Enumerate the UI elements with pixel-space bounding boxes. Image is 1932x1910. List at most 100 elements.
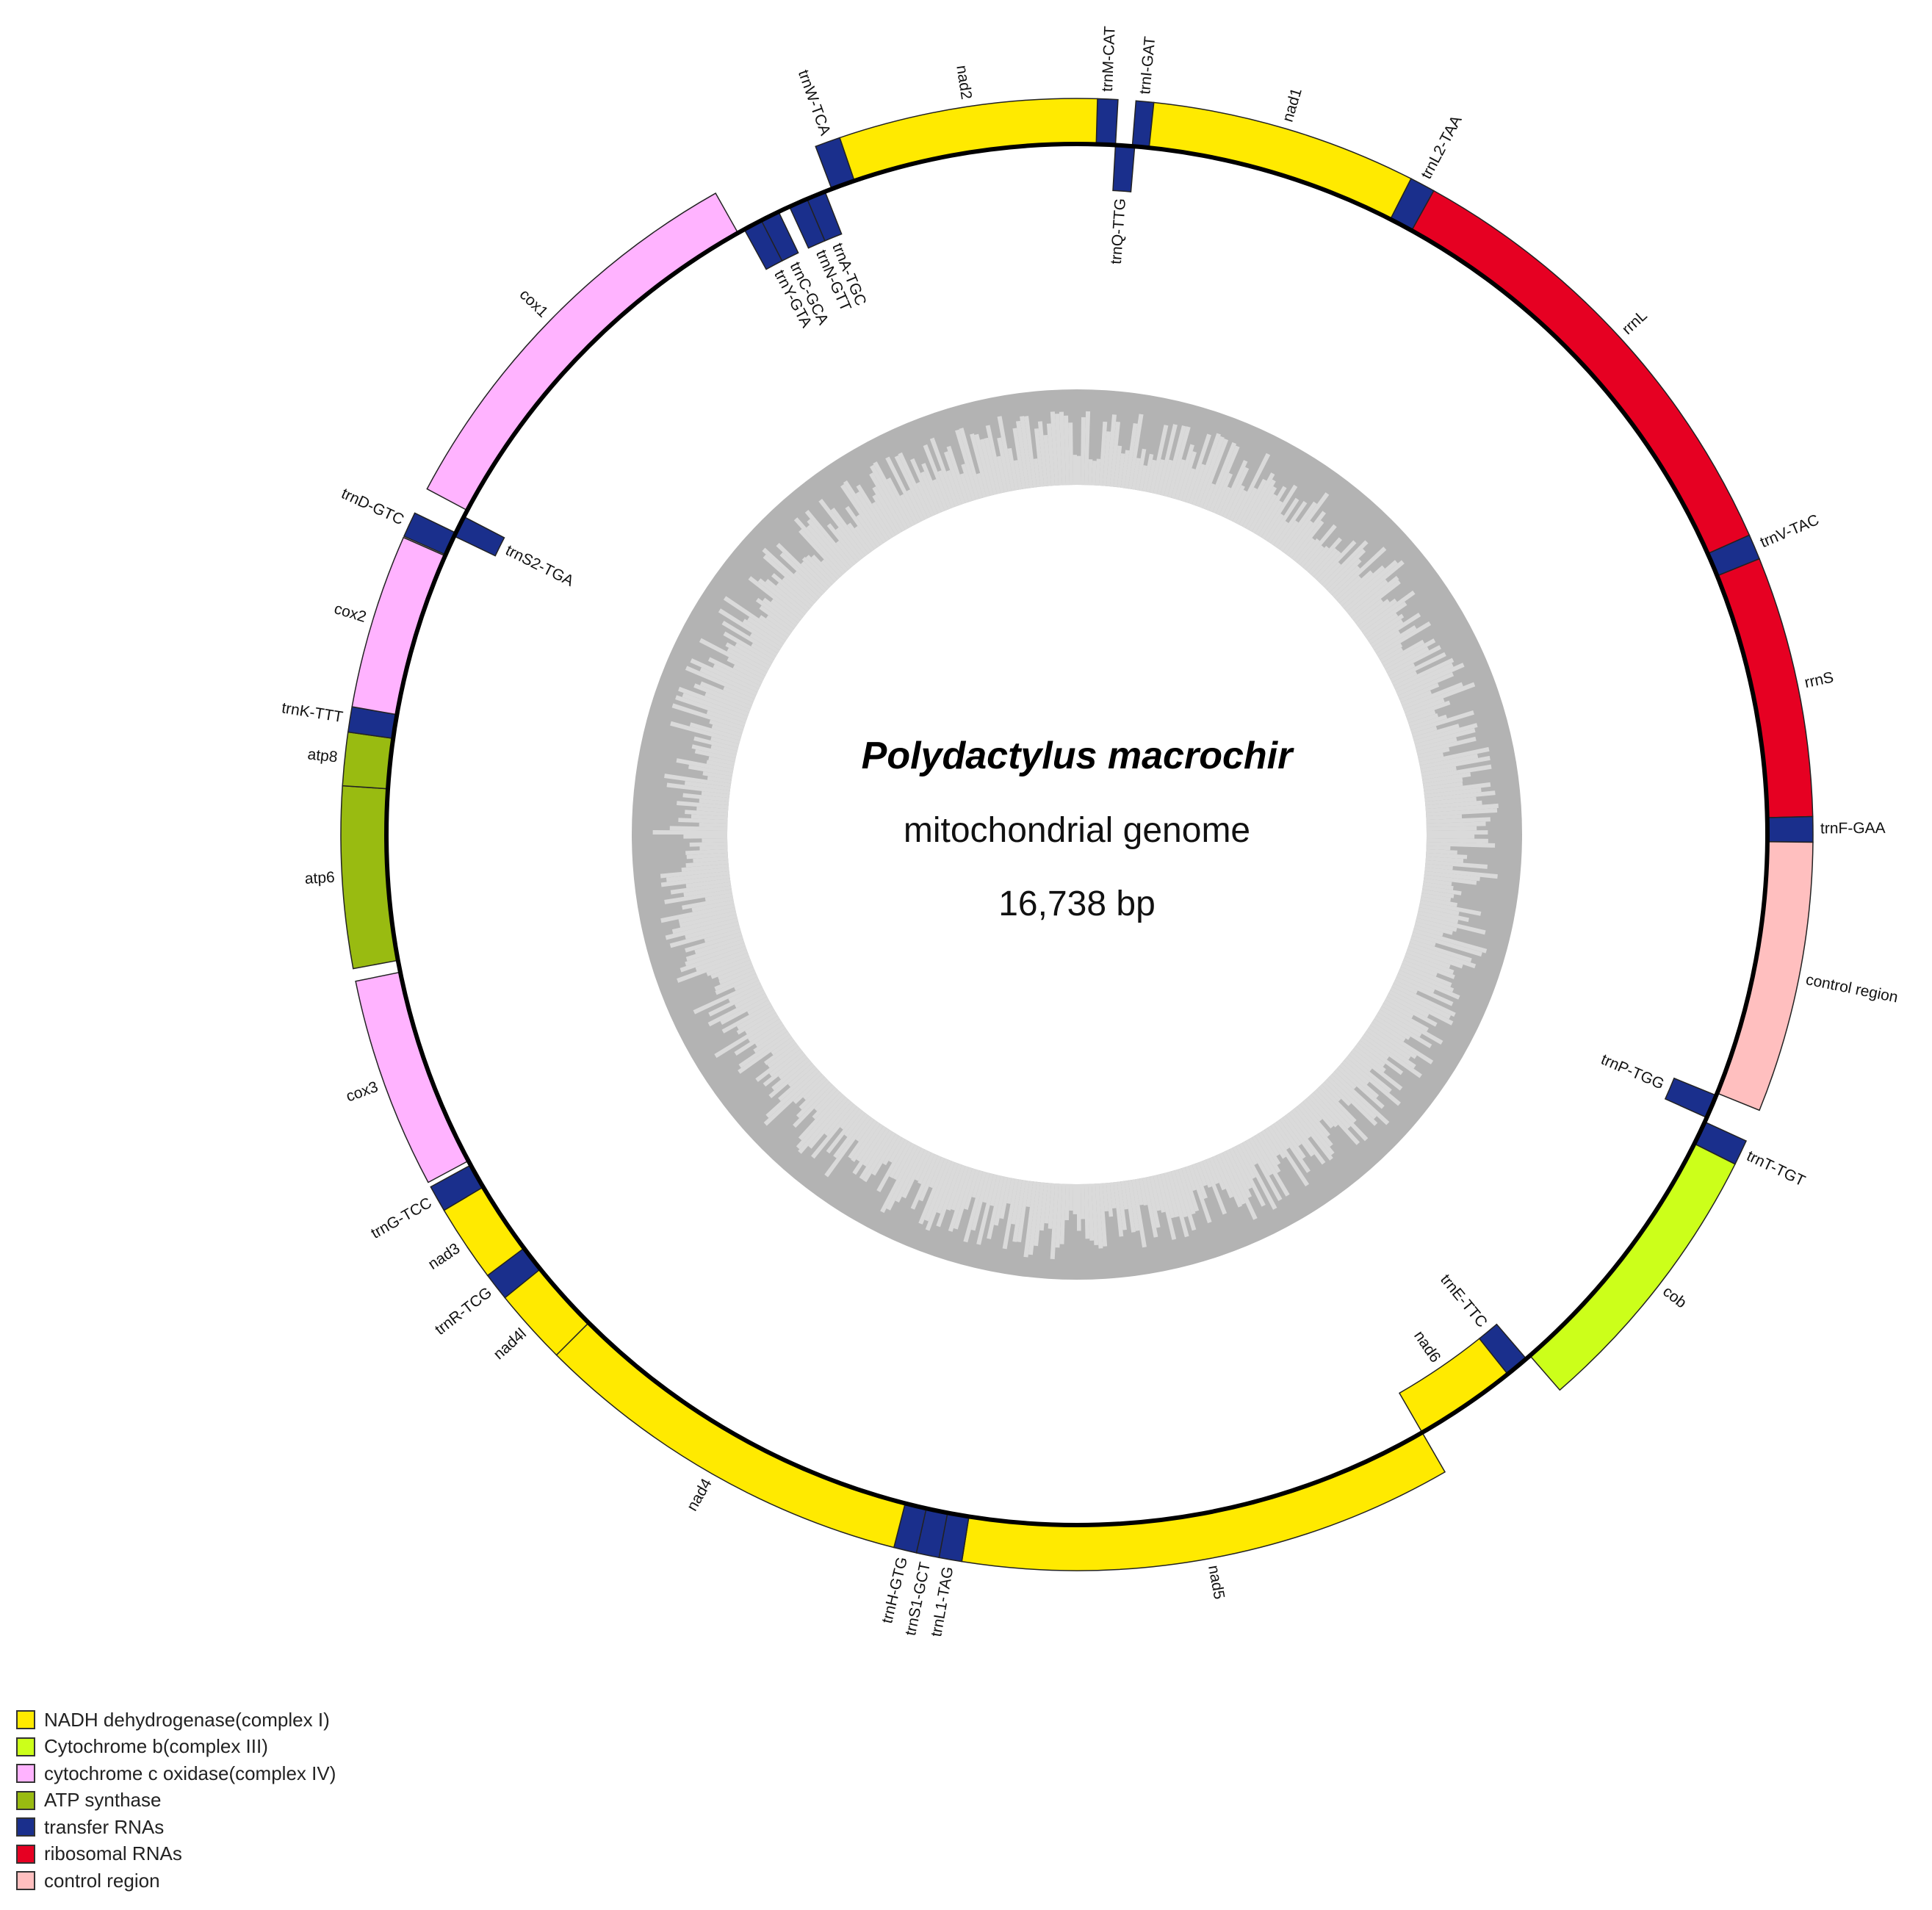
gc-bar bbox=[1245, 479, 1276, 530]
gc-bar bbox=[1418, 907, 1469, 923]
gc-bar bbox=[964, 1169, 980, 1211]
gc-bar bbox=[1380, 1006, 1443, 1045]
legend-swatch-nadh bbox=[16, 1710, 35, 1730]
gc-bar bbox=[1426, 845, 1451, 851]
gc-bar bbox=[742, 619, 784, 647]
gc-bar bbox=[709, 719, 743, 734]
gc-bar bbox=[1424, 782, 1491, 795]
gc-bar bbox=[873, 461, 912, 528]
gc-bar bbox=[1195, 436, 1225, 507]
gc-bar bbox=[779, 552, 825, 596]
gc-bar bbox=[744, 1012, 778, 1035]
gc-bar bbox=[1113, 1181, 1124, 1237]
gc-bar bbox=[1258, 500, 1283, 538]
gc-bar bbox=[1297, 538, 1320, 566]
gc-bar bbox=[882, 1135, 902, 1166]
gc-bar bbox=[1216, 486, 1231, 516]
species-name: Polydactylus macrochir bbox=[862, 735, 1294, 777]
gc-bar bbox=[693, 980, 761, 1015]
gc-bar bbox=[1402, 682, 1463, 710]
gc-bar bbox=[1424, 863, 1453, 871]
gc-bar bbox=[895, 1147, 925, 1203]
gc-bar bbox=[1424, 796, 1477, 806]
gc-bar bbox=[1426, 826, 1477, 832]
gc-bar bbox=[671, 703, 745, 730]
gc-bar bbox=[1386, 645, 1441, 676]
gc-bar bbox=[685, 943, 746, 967]
gc-bar bbox=[1363, 1031, 1416, 1069]
gc-bar bbox=[699, 799, 729, 806]
gc-bar bbox=[1120, 1181, 1128, 1210]
gc-bar bbox=[675, 695, 747, 724]
gc-bar bbox=[1336, 570, 1374, 604]
gc-bar bbox=[1360, 590, 1416, 633]
gc-bar bbox=[855, 1117, 875, 1142]
gc-bar bbox=[1034, 428, 1045, 487]
gc-bar bbox=[1185, 433, 1211, 503]
gc-bar bbox=[723, 596, 788, 641]
gc-bar bbox=[1419, 754, 1479, 769]
gc-bar bbox=[1368, 1025, 1417, 1059]
gc-bar bbox=[688, 764, 733, 776]
gc-bar bbox=[1282, 492, 1330, 554]
gc-bar bbox=[1422, 882, 1454, 890]
gc-bar bbox=[710, 736, 740, 748]
gc-bar bbox=[1225, 1149, 1252, 1198]
gc-bar bbox=[699, 667, 758, 696]
gc-bar bbox=[1216, 1153, 1242, 1208]
gc-bar bbox=[683, 885, 732, 897]
gc-bar bbox=[811, 555, 838, 583]
gc-bar bbox=[762, 547, 820, 601]
gc-bar bbox=[910, 458, 938, 516]
gc-bar bbox=[660, 867, 729, 879]
gc-bar bbox=[1331, 547, 1387, 598]
gc-bar bbox=[690, 658, 760, 693]
gc-bar bbox=[763, 1051, 806, 1087]
gc-bar bbox=[979, 439, 998, 495]
gc-bar bbox=[1426, 848, 1457, 855]
gc-bar bbox=[677, 801, 729, 810]
gc-bar bbox=[1424, 790, 1496, 802]
gc-bar bbox=[1046, 423, 1056, 486]
gc-bar bbox=[725, 642, 771, 670]
legend-item-atp: ATP synthase bbox=[16, 1787, 336, 1815]
gc-bar bbox=[885, 456, 922, 523]
gc-bar bbox=[1015, 420, 1030, 489]
gc-bar bbox=[1394, 663, 1454, 693]
gc-bar bbox=[1267, 1125, 1310, 1187]
gc-bar bbox=[666, 871, 730, 882]
gc-bar bbox=[1229, 1147, 1252, 1190]
gc-bar bbox=[840, 483, 884, 546]
gc-bar bbox=[1336, 1065, 1385, 1109]
gc-bar bbox=[961, 464, 976, 501]
gc-bar bbox=[918, 1155, 942, 1202]
gc-bar bbox=[708, 756, 735, 765]
gc-bar bbox=[1393, 980, 1418, 995]
gc-bar bbox=[1261, 1129, 1280, 1156]
gc-bar bbox=[996, 455, 1008, 493]
gc-bar bbox=[1131, 458, 1141, 490]
gc-bar bbox=[984, 437, 1001, 494]
gc-bar bbox=[862, 1128, 890, 1167]
gc-bar bbox=[1403, 956, 1455, 979]
gc-bar bbox=[1329, 1073, 1377, 1120]
gc-bar bbox=[844, 1111, 866, 1137]
gc-bar bbox=[1390, 987, 1452, 1020]
gc-bar bbox=[1399, 966, 1455, 992]
gc-bar bbox=[1102, 1183, 1109, 1212]
gc-bar bbox=[1142, 1177, 1158, 1238]
gc-bar bbox=[1276, 1120, 1306, 1159]
gc-bar bbox=[1396, 663, 1465, 696]
gc-bar bbox=[1413, 724, 1460, 740]
gc-bar bbox=[886, 478, 915, 527]
legend-label: NADH dehydrogenase(complex I) bbox=[44, 1708, 330, 1731]
gc-bar bbox=[704, 929, 741, 943]
gc-bar bbox=[880, 1144, 918, 1214]
gc-bar bbox=[1087, 459, 1093, 486]
gc-bar bbox=[1402, 959, 1438, 977]
gc-bar bbox=[918, 1158, 948, 1225]
gc-bar bbox=[1236, 487, 1258, 525]
gc-bar bbox=[711, 724, 743, 738]
label-trnk-ttt: trnK-TTT bbox=[281, 699, 345, 726]
gc-bar bbox=[1073, 455, 1077, 486]
